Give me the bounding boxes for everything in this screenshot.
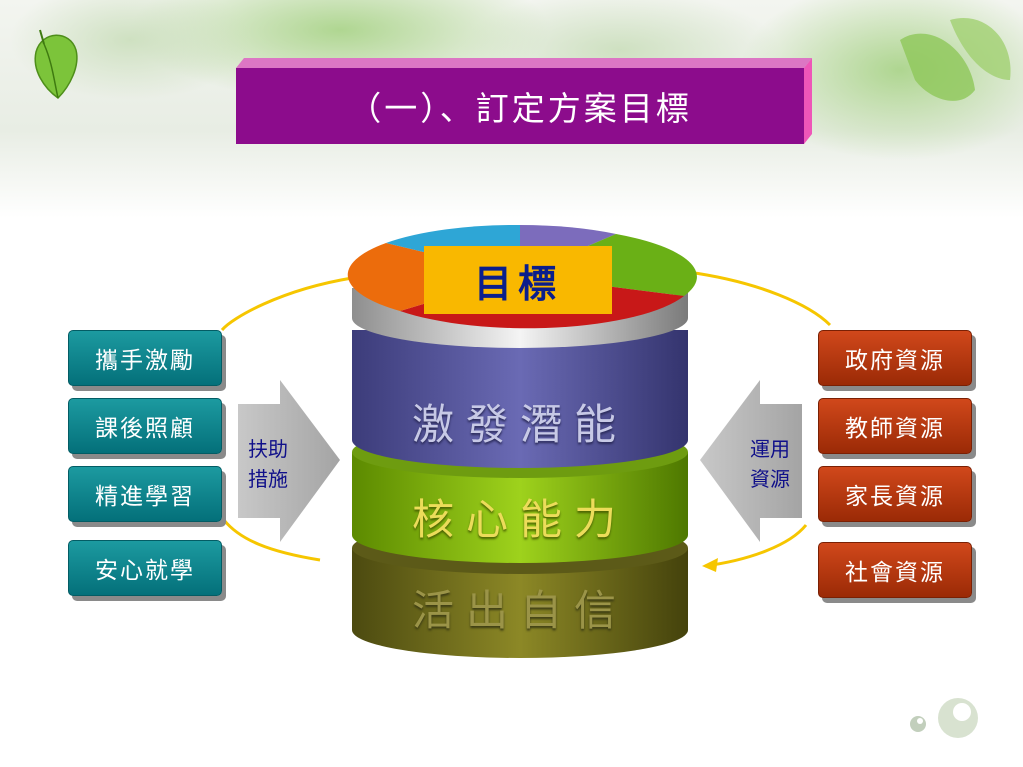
- layer-label-bottom: 活出自信: [411, 585, 628, 635]
- left-arrow-shape: [238, 380, 340, 542]
- droplet-icon: [910, 698, 978, 738]
- arrowhead-icon: [702, 558, 718, 572]
- measure-box: 安心就學: [68, 540, 222, 596]
- resource-box: 政府資源: [818, 330, 972, 386]
- cycle-arcs: [220, 270, 832, 572]
- resource-box: 家長資源: [818, 466, 972, 522]
- left-arrow-label-line: 扶助: [248, 437, 288, 461]
- measure-box: 攜手激勵: [68, 330, 222, 386]
- title-bar: [236, 58, 812, 144]
- resource-box: 社會資源: [818, 542, 972, 598]
- left-arrow-label: 扶助 措施: [238, 434, 298, 494]
- right-arrow-label: 運用 資源: [740, 434, 800, 494]
- leaf-icon: [34, 29, 78, 99]
- right-arrow-label-line: 資源: [750, 467, 790, 491]
- layer-label-top: 激發潛能: [411, 399, 628, 449]
- page-title: （一）、訂定方案目標: [348, 89, 692, 128]
- right-arrow-label-line: 運用: [750, 437, 790, 461]
- resource-box: 教師資源: [818, 398, 972, 454]
- measure-box: 課後照顧: [68, 398, 222, 454]
- measure-box: 精進學習: [68, 466, 222, 522]
- left-arrow-label-line: 措施: [248, 467, 288, 491]
- right-arrow-shape: [700, 380, 802, 542]
- goal-label: 目標: [473, 260, 562, 306]
- leaf-icon: [900, 18, 1011, 101]
- goal-cylinder: [347, 224, 697, 658]
- layer-label-middle: 核心能力: [411, 494, 628, 544]
- goal-label-box: [424, 246, 612, 314]
